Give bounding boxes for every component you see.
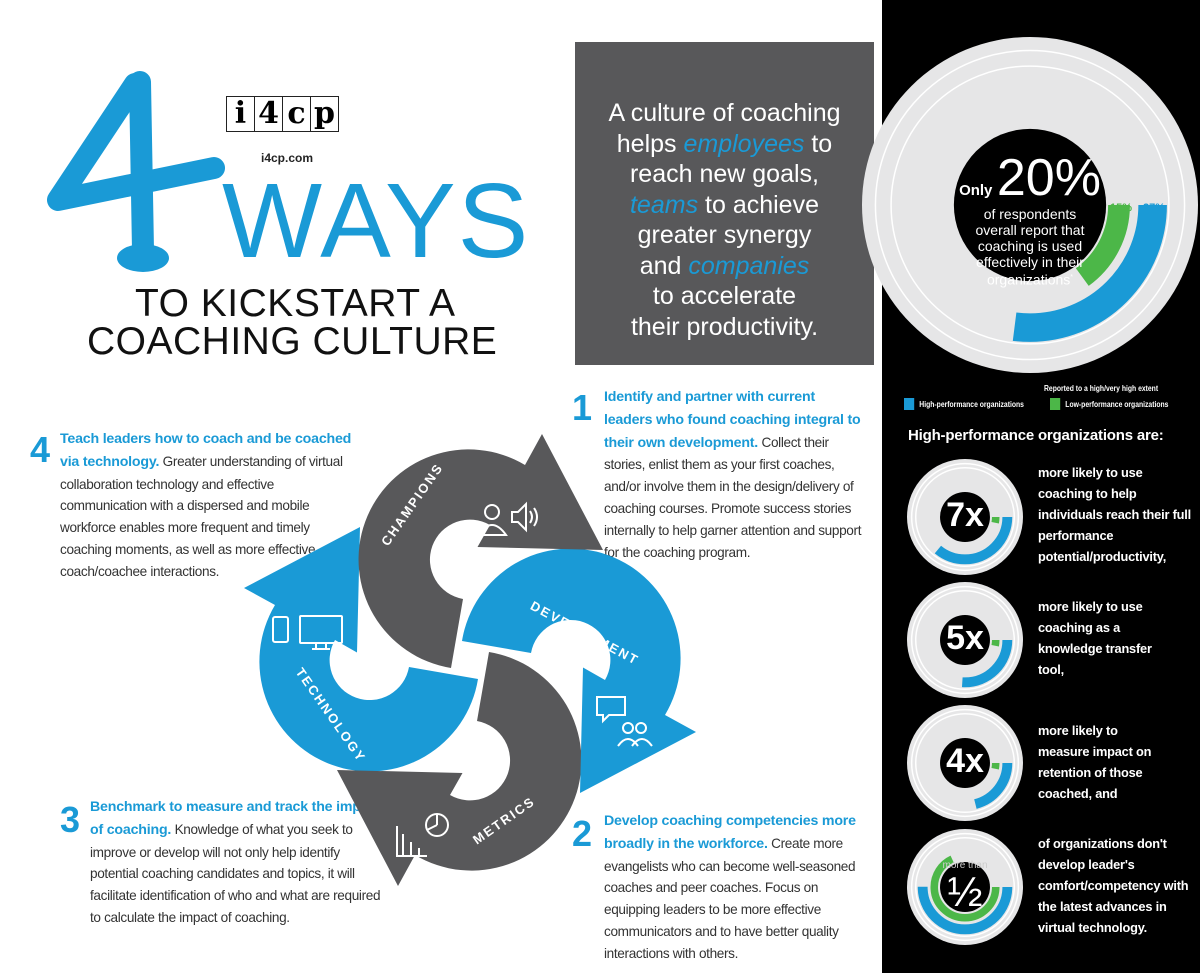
- main-donut-separator: [874, 49, 1186, 361]
- stat-donut-2-separator: [910, 708, 1020, 818]
- main-donut-center: [953, 128, 1107, 282]
- step-2-text: Develop coaching competencies more broad…: [604, 810, 870, 965]
- stat-donut-0-high-arc: [917, 469, 1013, 565]
- speaker-icon: [511, 501, 538, 533]
- logo-letter: p: [310, 96, 339, 132]
- cycle-diagram: [244, 434, 696, 886]
- stat-donut-2-low-arc: [930, 728, 1000, 798]
- logo-url[interactable]: i4cp.com: [261, 151, 314, 165]
- stat-donut-3-low-arc: [930, 852, 1000, 922]
- main-stat: Only 20% of respondents overall report t…: [940, 152, 1120, 288]
- title-ways: WAYS: [222, 162, 531, 280]
- stat-donut-1-low-arc: [930, 605, 1000, 675]
- stat-text-5x: more likely to use coaching as a knowled…: [1038, 599, 1152, 677]
- i4cp-logo: i 4 c p: [226, 96, 339, 132]
- quote-line: to accelerate: [652, 282, 797, 310]
- main-donut-high-arc: [893, 68, 1167, 342]
- stat-donut-1-separator: [914, 589, 1016, 691]
- stat-text-half: of organizations don't develop leader's …: [1038, 836, 1189, 935]
- step-4-text: Teach leaders how to coach and be coache…: [60, 428, 352, 583]
- quote-box: A culture of coaching helps employees to…: [575, 42, 874, 365]
- step-heading: Develop coaching competencies more broad…: [604, 813, 856, 852]
- quote-highlight: companies: [688, 251, 810, 280]
- step-body: Create more evangelists who can become w…: [604, 835, 856, 961]
- quote-line: greater synergy: [637, 221, 812, 249]
- high-performance-percent: 27%: [1143, 202, 1166, 214]
- stat-donut-0-separator: [914, 466, 1016, 568]
- step-1-number: 1: [572, 387, 593, 428]
- group-icon: [617, 722, 653, 747]
- stat-pre-half: more than: [942, 860, 988, 871]
- main-donut-low-arc: [930, 105, 1130, 305]
- low-performance-percent: 15%: [1110, 202, 1133, 214]
- stat-donut-0-center: [940, 492, 990, 542]
- stat-donut-2-center: [940, 738, 990, 788]
- stats-heading: High-performance organizations are:: [908, 427, 1164, 444]
- stat-donut-0-low-arc: [930, 482, 1000, 552]
- legend-high: High-performance organizations: [904, 398, 1024, 410]
- step-body: Knowledge of what you seek to improve or…: [90, 821, 381, 925]
- step-2-number: 2: [572, 813, 593, 854]
- step-heading: Identify and partner with current leader…: [604, 389, 861, 451]
- person-icon: [476, 504, 508, 536]
- logo-letter: i: [226, 96, 255, 132]
- stat-donut-3-high-arc: [917, 839, 1013, 935]
- pie-chart-icon: [425, 813, 449, 837]
- quote-line: A culture of coaching: [608, 99, 841, 127]
- stat-value-7x: 7x: [946, 496, 984, 534]
- footnote-mark: *: [1070, 274, 1073, 281]
- step-body: Collect their stories, enlist them as yo…: [604, 434, 862, 560]
- stat-donut-0-separator: [910, 462, 1020, 572]
- title-line-2: COACHING CULTURE: [87, 320, 498, 363]
- step-heading: Teach leaders how to coach and be coache…: [60, 431, 352, 470]
- step-4-number: 4: [30, 429, 51, 470]
- step-body: Greater understanding of virtual collabo…: [60, 453, 343, 579]
- main-donut-separator: [890, 65, 1170, 345]
- phone-icon: [272, 616, 289, 643]
- title-number-4: [47, 71, 225, 272]
- quote-line: their productivity.: [630, 312, 819, 341]
- stat-value-5x: 5x: [946, 619, 984, 657]
- title-line-1: TO KICKSTART A: [135, 282, 456, 325]
- main-stat-only: Only: [959, 182, 993, 199]
- stat-donut-1-separator: [910, 585, 1020, 695]
- step-3-number: 3: [60, 799, 81, 840]
- quote-line: and companies: [639, 251, 810, 280]
- stat-donut-3-center: [940, 862, 990, 912]
- stat-donut-2-high-arc: [917, 715, 1013, 811]
- main-stat-percent: 20%: [996, 149, 1101, 207]
- stat-value-4x: 4x: [946, 742, 984, 780]
- stat-donut-3-separator: [910, 832, 1020, 942]
- quote-line: helps employees to: [616, 129, 833, 158]
- quote-line: teams to achieve: [629, 190, 819, 219]
- bar-chart-icon: [396, 826, 427, 857]
- quote-highlight: employees: [683, 129, 805, 158]
- step-heading: Benchmark to measure and track the impac…: [90, 799, 381, 838]
- legend-title: Reported to a high/very high extent: [1044, 384, 1159, 393]
- quote-highlight: teams: [629, 190, 699, 219]
- legend-swatch-blue: [904, 398, 915, 410]
- chat-icon: [596, 696, 626, 724]
- quote-line: reach new goals,: [629, 160, 819, 188]
- logo-letter: c: [282, 96, 311, 132]
- monitor-icon: [299, 615, 343, 650]
- legend-swatch-green: [1050, 398, 1061, 410]
- stat-donut-2-separator: [914, 712, 1016, 814]
- logo-letter: 4: [254, 96, 283, 132]
- step-3-text: Benchmark to measure and track the impac…: [90, 796, 385, 929]
- main-stat-text: of respondents overall report that coach…: [975, 206, 1085, 288]
- stat-donut-1-high-arc: [917, 592, 1013, 688]
- stat-text-4x: more likely to measure impact on retenti…: [1038, 723, 1152, 801]
- legend-low: Low-performance organizations: [1050, 398, 1168, 410]
- step-1-text: Identify and partner with current leader…: [604, 386, 862, 563]
- stat-text-7x: more likely to use coaching to help indi…: [1038, 465, 1191, 564]
- stat-value-half: ½: [947, 868, 983, 915]
- stat-donut-3-separator: [914, 836, 1016, 938]
- stat-donut-1-center: [940, 615, 990, 665]
